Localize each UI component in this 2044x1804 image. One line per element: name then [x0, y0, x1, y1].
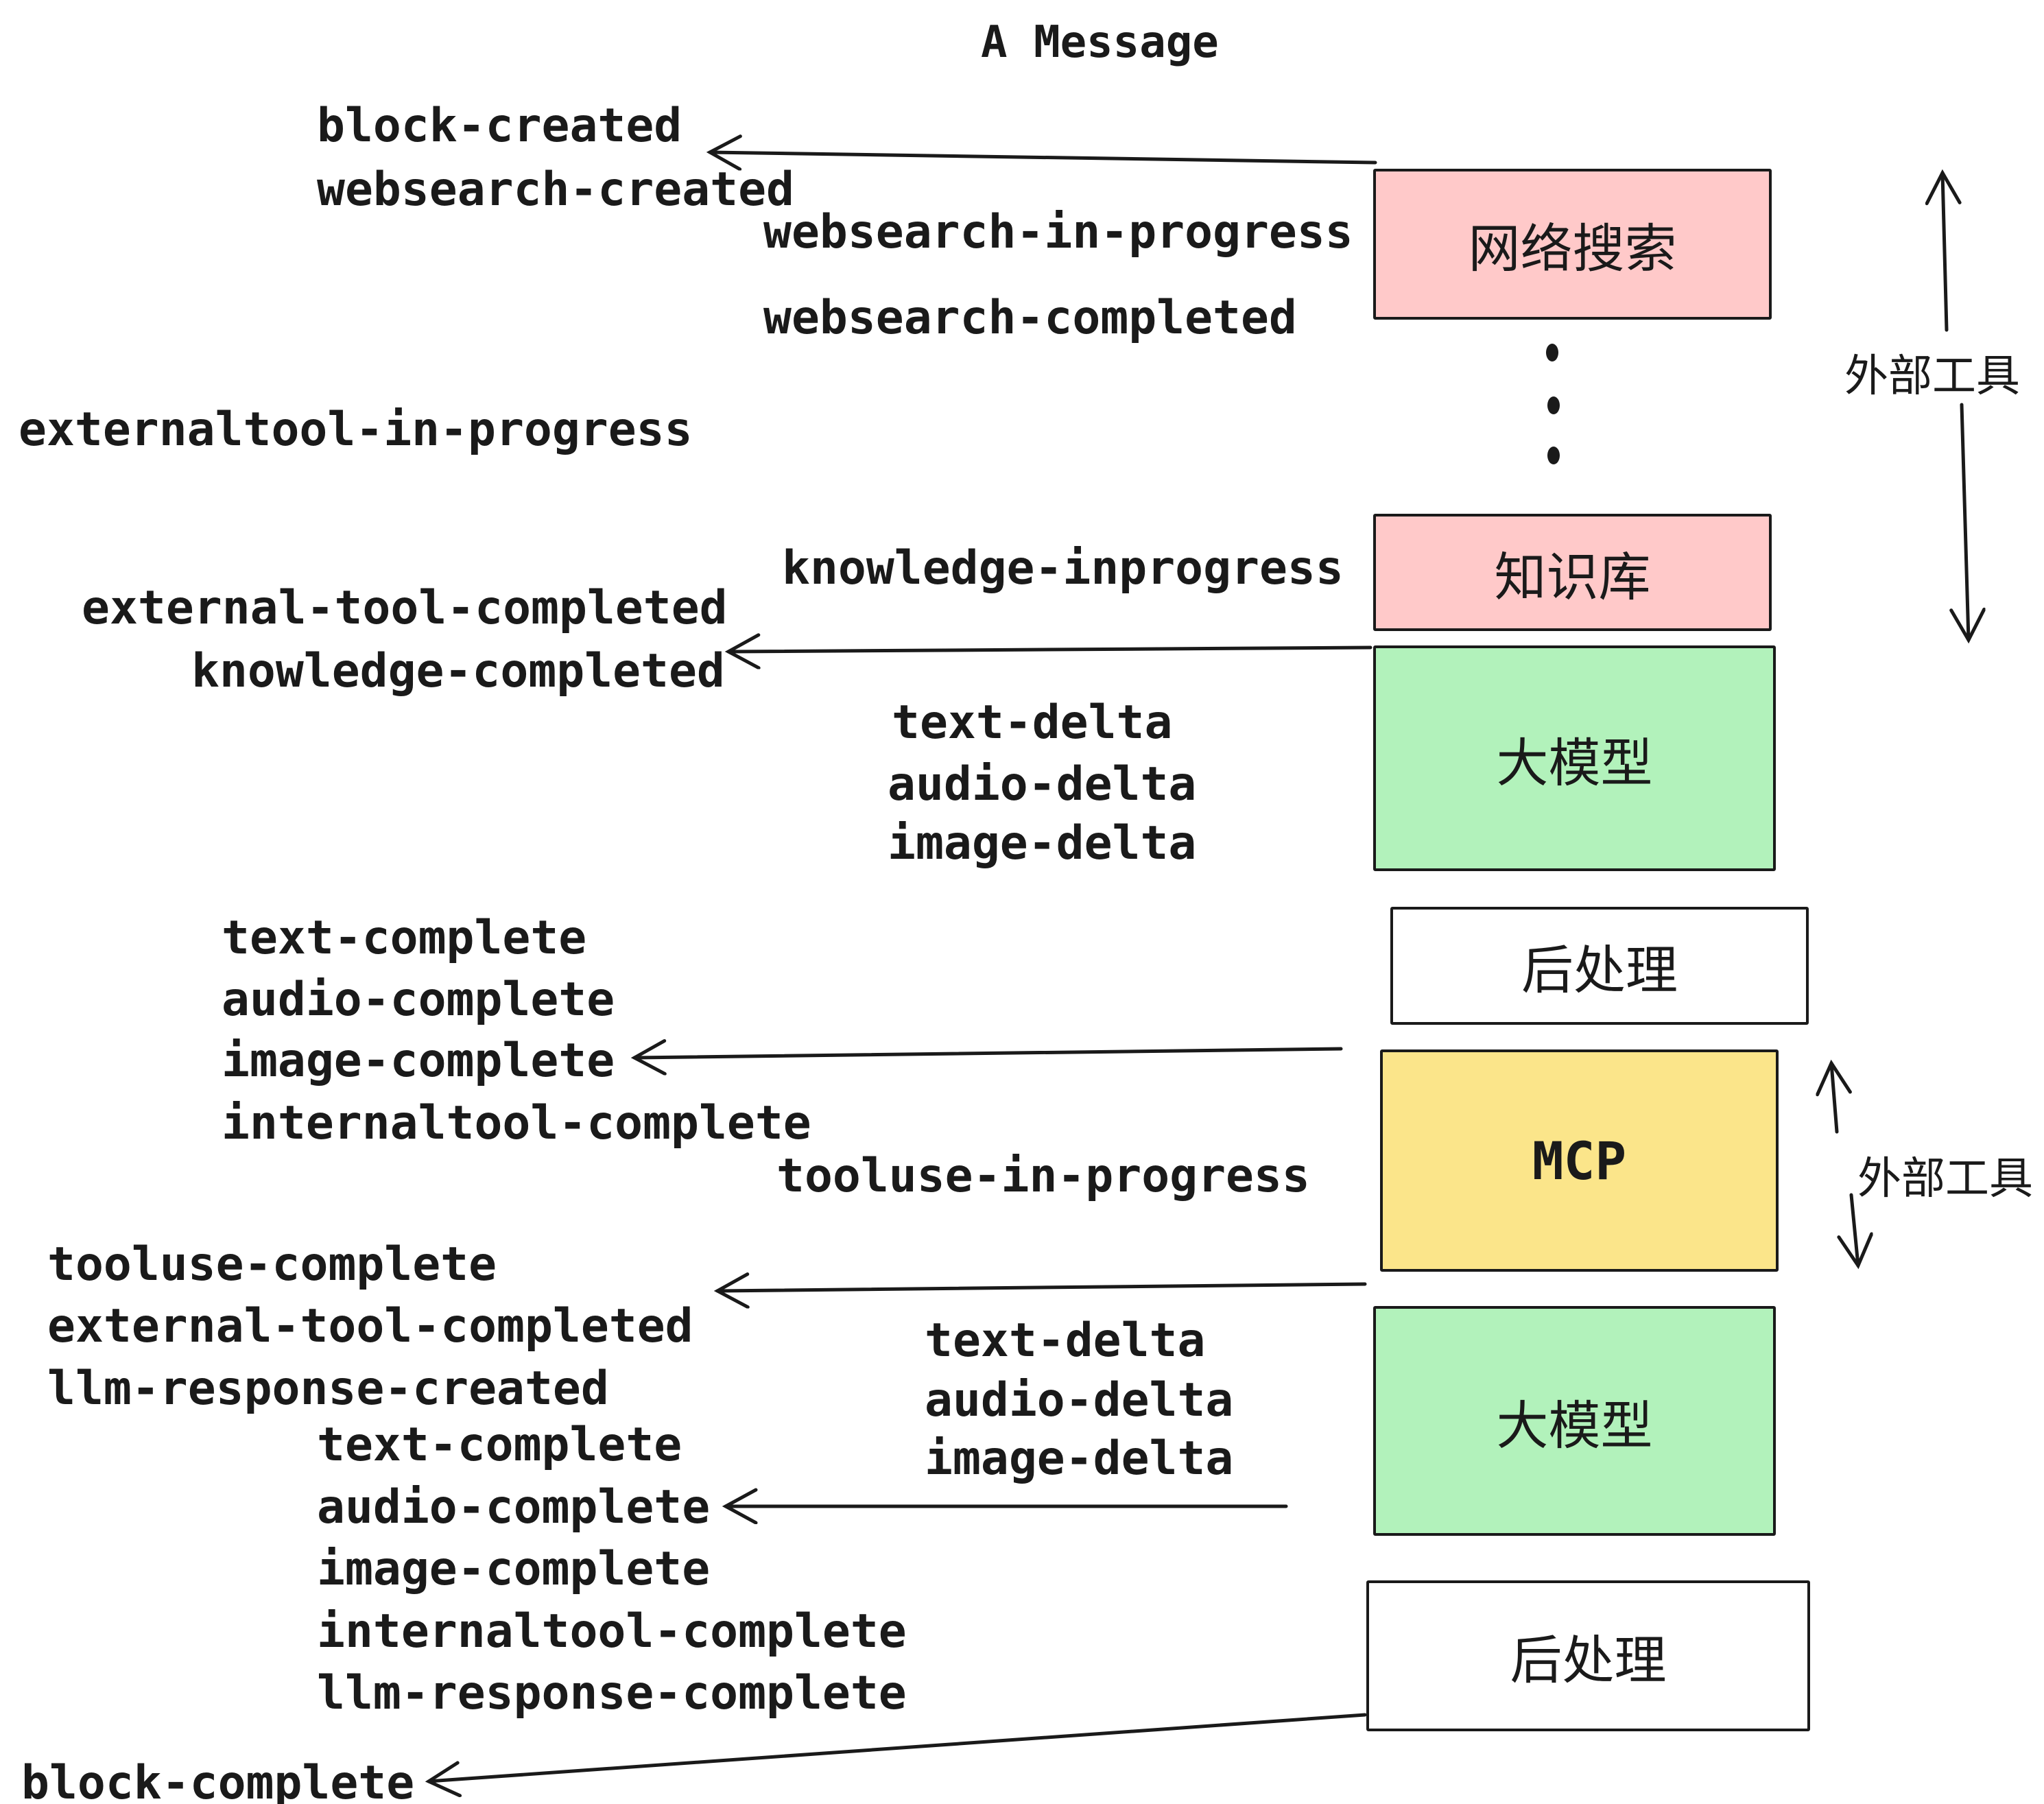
box-postprocess-2-label: 后处理: [1510, 1630, 1667, 1691]
label-image-complete-2: image-complete: [317, 1542, 711, 1596]
box-knowledge-base-label: 知识库: [1494, 546, 1651, 608]
label-llm-response-created: llm-response-created: [47, 1362, 609, 1416]
arrow-to-image-complete: [634, 1049, 1343, 1058]
label-text-delta: text-delta: [892, 696, 1173, 750]
box-mcp: MCP: [1380, 1049, 1779, 1272]
label-text-delta-2: text-delta: [925, 1314, 1206, 1368]
box-websearch-label: 网络搜索: [1468, 218, 1677, 279]
box-llm-2-label: 大模型: [1496, 1394, 1653, 1456]
label-llm-response-complete: llm-response-complete: [317, 1666, 907, 1720]
arrow-to-block-complete: [429, 1713, 1367, 1781]
label-audio-delta: audio-delta: [888, 757, 1197, 811]
label-image-delta: image-delta: [888, 816, 1197, 870]
label-text-complete: text-complete: [222, 911, 587, 965]
label-text-complete-2: text-complete: [317, 1418, 682, 1472]
label-external-tool-completed: external-tool-completed: [82, 581, 728, 635]
label-block-created: block-created: [317, 99, 682, 153]
label-audio-complete: audio-complete: [222, 973, 615, 1027]
label-block-complete: block-complete: [21, 1756, 415, 1804]
label-externaltool-in-progress: externaltool-in-progress: [19, 403, 693, 457]
box-mcp-label: MCP: [1532, 1130, 1627, 1191]
box-llm-1-label: 大模型: [1496, 732, 1653, 794]
box-postprocess-1: 后处理: [1390, 907, 1809, 1025]
label-websearch-created: websearch-created: [317, 163, 794, 217]
arrow-to-block-created: [710, 152, 1377, 163]
label-knowledge-inprogress: knowledge-inprogress: [782, 541, 1344, 595]
label-image-delta-2: image-delta: [925, 1432, 1234, 1486]
label-websearch-in-progress: websearch-in-progress: [763, 205, 1353, 259]
box-knowledge-base: 知识库: [1373, 514, 1772, 631]
arrow-to-tooluse-complete: [717, 1284, 1367, 1291]
label-external-tool-completed-2: external-tool-completed: [47, 1299, 693, 1353]
arrow-mcp-external-up: [1831, 1063, 1837, 1134]
label-audio-delta-2: audio-delta: [925, 1373, 1234, 1427]
label-internaltool-complete-2: internaltool-complete: [317, 1604, 907, 1659]
label-audio-complete-2: audio-complete: [317, 1480, 711, 1534]
label-image-complete: image-complete: [222, 1034, 615, 1088]
box-postprocess-1-label: 后处理: [1521, 940, 1678, 1001]
label-knowledge-completed: knowledge-completed: [191, 644, 725, 698]
arrow-external-tools-up: [1942, 173, 1947, 332]
side-label-external-tools-top: 外部工具: [1844, 351, 2020, 402]
arrow-external-tools-down: [1962, 403, 1969, 640]
label-websearch-completed: websearch-completed: [763, 291, 1297, 345]
ellipsis-dot: [1546, 344, 1558, 361]
box-llm-2: 大模型: [1373, 1306, 1776, 1536]
box-websearch: 网络搜索: [1373, 169, 1772, 320]
box-postprocess-2: 后处理: [1366, 1580, 1810, 1731]
box-llm-1: 大模型: [1373, 645, 1776, 871]
side-label-external-tools-mcp: 外部工具: [1857, 1154, 2033, 1204]
arrow-to-knowledge-completed: [728, 648, 1372, 652]
ellipsis-dot: [1547, 396, 1560, 414]
diagram-title: A Message: [981, 17, 1219, 68]
label-tooluse-complete: tooluse-complete: [47, 1237, 497, 1292]
label-internaltool-complete: internaltool-complete: [222, 1096, 811, 1150]
ellipsis-dot: [1547, 447, 1560, 464]
label-tooluse-in-progress: tooluse-in-progress: [776, 1149, 1310, 1203]
